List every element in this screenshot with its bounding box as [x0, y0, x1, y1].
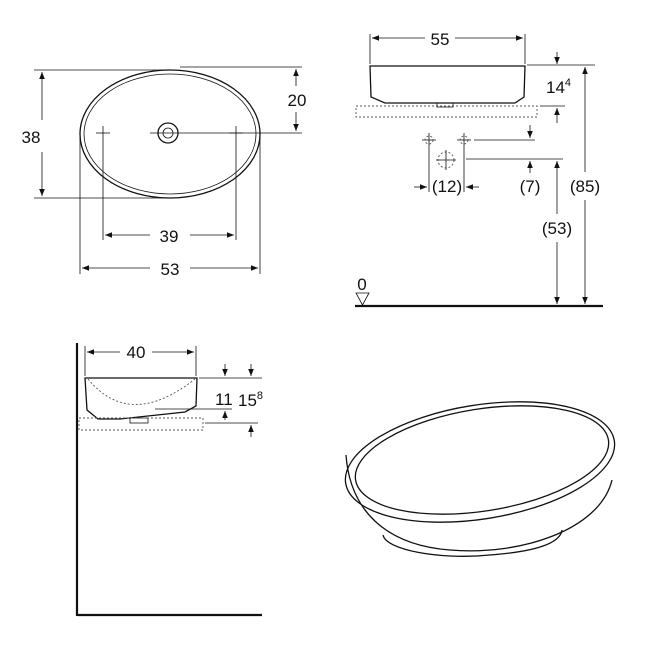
- tap-marker-left: [422, 133, 436, 192]
- tap-marker-right: [457, 133, 471, 192]
- tap-spacing-label: 39: [160, 227, 179, 246]
- side-view: 40 11 158: [75, 343, 263, 617]
- width-label: 55: [431, 30, 450, 49]
- tap-marker-left: [96, 126, 110, 240]
- height-label: 158: [238, 390, 263, 410]
- basin-body: [345, 454, 613, 552]
- tap-height-label: (7): [520, 177, 541, 196]
- basin-front: [369, 65, 526, 104]
- basin-outline-top: [79, 69, 261, 199]
- inner-height-label: 11: [215, 390, 233, 409]
- perspective-view: [344, 401, 616, 557]
- level-triangle-icon: [355, 292, 370, 306]
- countertop: [78, 417, 204, 431]
- basin-side: [84, 377, 198, 420]
- depth-label: 38: [22, 128, 41, 147]
- basin-rim: [344, 401, 616, 523]
- total-height-label: (85): [570, 177, 600, 196]
- outlet-height-label: (53): [542, 219, 572, 238]
- hole-offset-label: 20: [288, 91, 307, 110]
- top-view: 38 20 39 53: [22, 66, 307, 279]
- tap-spacing-label: (12): [432, 177, 462, 196]
- depth-label: 40: [127, 343, 146, 362]
- countertop: [355, 105, 538, 118]
- tap-marker-right: [229, 126, 243, 240]
- height-label: 144: [546, 77, 571, 97]
- front-view: 55 144 (7) (12) (53) (85) 0: [355, 30, 603, 308]
- floor-level-label: 0: [357, 275, 366, 294]
- width-label: 53: [161, 260, 180, 279]
